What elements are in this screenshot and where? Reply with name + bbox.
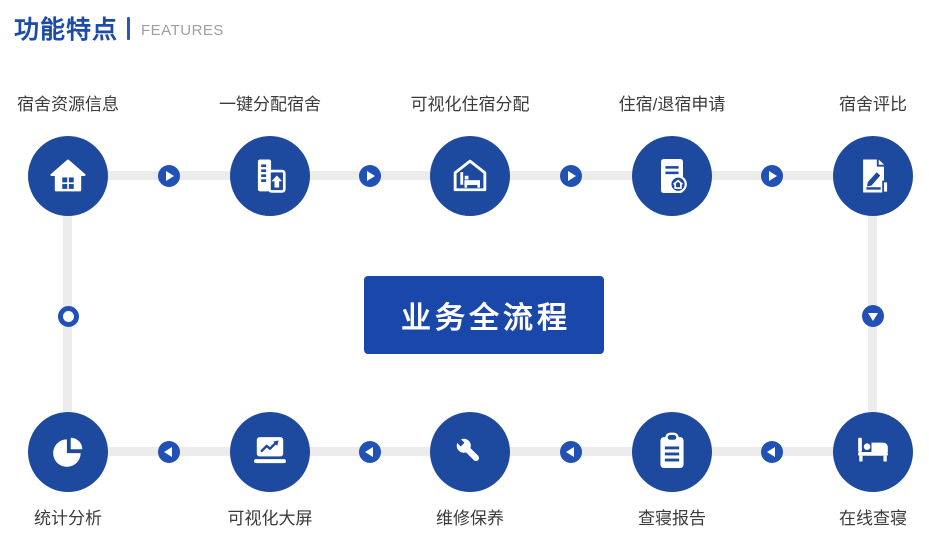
node-label: 可视化住宿分配 xyxy=(410,95,530,114)
arrow-down-glyph xyxy=(868,313,878,321)
arrow-right-glyph xyxy=(769,171,777,181)
banner-full-process: 业务全流程 xyxy=(364,276,604,354)
node-online-room-check: 在线查寝 xyxy=(788,412,929,530)
wrench-icon xyxy=(455,437,480,462)
node-label: 宿舍评比 xyxy=(839,95,907,114)
arrow-right-icon xyxy=(158,165,180,187)
node-label: 住宿/退宿申请 xyxy=(618,95,726,114)
arrow-left-icon xyxy=(158,441,180,463)
node-circle xyxy=(833,136,913,216)
node-statistics-analysis: 统计分析 xyxy=(0,412,153,530)
arrow-right-icon xyxy=(560,165,582,187)
ring-marker-icon xyxy=(58,306,79,327)
node-visual-allocation: 可视化住宿分配 xyxy=(385,94,555,216)
node-label: 一键分配宿舍 xyxy=(219,95,321,114)
node-circle xyxy=(632,136,712,216)
arrow-left-glyph xyxy=(566,447,574,457)
arrow-left-glyph xyxy=(164,447,172,457)
document-edit-icon xyxy=(863,159,889,194)
laptop-chart-icon xyxy=(254,437,286,464)
arrow-right-glyph xyxy=(568,171,576,181)
arrow-right-glyph xyxy=(367,171,375,181)
node-circle xyxy=(230,412,310,492)
node-circle xyxy=(430,412,510,492)
arrow-right-icon xyxy=(761,165,783,187)
section-title: 功能特点 xyxy=(14,16,119,44)
node-label: 在线查寝 xyxy=(839,509,907,528)
node-visual-dashboard: 可视化大屏 xyxy=(185,412,355,530)
node-maintenance: 维修保养 xyxy=(385,412,555,530)
arrow-left-icon xyxy=(560,441,582,463)
node-one-click-assign: 一键分配宿舍 xyxy=(185,94,355,216)
arrow-left-glyph xyxy=(365,447,373,457)
node-label: 可视化大屏 xyxy=(227,509,313,528)
arrow-left-glyph xyxy=(767,447,775,457)
node-circle xyxy=(632,412,712,492)
node-circle xyxy=(430,136,510,216)
node-label: 宿舍资源信息 xyxy=(17,95,119,114)
node-circle xyxy=(833,412,913,492)
arrow-down-icon xyxy=(862,305,884,327)
section-subtitle: FEATURES xyxy=(141,21,224,39)
node-label: 查寝报告 xyxy=(638,509,706,528)
banner-label: 业务全流程 xyxy=(401,302,571,335)
node-label: 统计分析 xyxy=(34,509,102,528)
node-dorm-resource-info: 宿舍资源信息 xyxy=(0,94,153,216)
node-circle xyxy=(28,412,108,492)
node-dorm-evaluation: 宿舍评比 xyxy=(788,94,929,216)
pie-chart-icon xyxy=(53,437,83,467)
node-checkin-checkout-apply: 住宿/退宿申请 xyxy=(587,94,757,216)
node-circle xyxy=(230,136,310,216)
house-icon xyxy=(50,159,86,192)
clipboard-icon xyxy=(660,432,684,468)
node-label: 维修保养 xyxy=(436,509,504,528)
arrow-left-icon xyxy=(761,441,783,463)
section-header: 功能特点 FEATURES xyxy=(14,10,224,46)
node-circle xyxy=(28,136,108,216)
bed-icon xyxy=(858,437,888,462)
arrow-right-glyph xyxy=(166,171,174,181)
document-house-icon xyxy=(661,158,687,194)
arrow-right-icon xyxy=(359,165,381,187)
arrow-left-icon xyxy=(359,441,381,463)
title-divider xyxy=(127,16,131,40)
house-bed-icon xyxy=(453,159,487,192)
building-up-icon xyxy=(257,159,286,193)
node-room-check-report: 查寝报告 xyxy=(587,412,757,530)
